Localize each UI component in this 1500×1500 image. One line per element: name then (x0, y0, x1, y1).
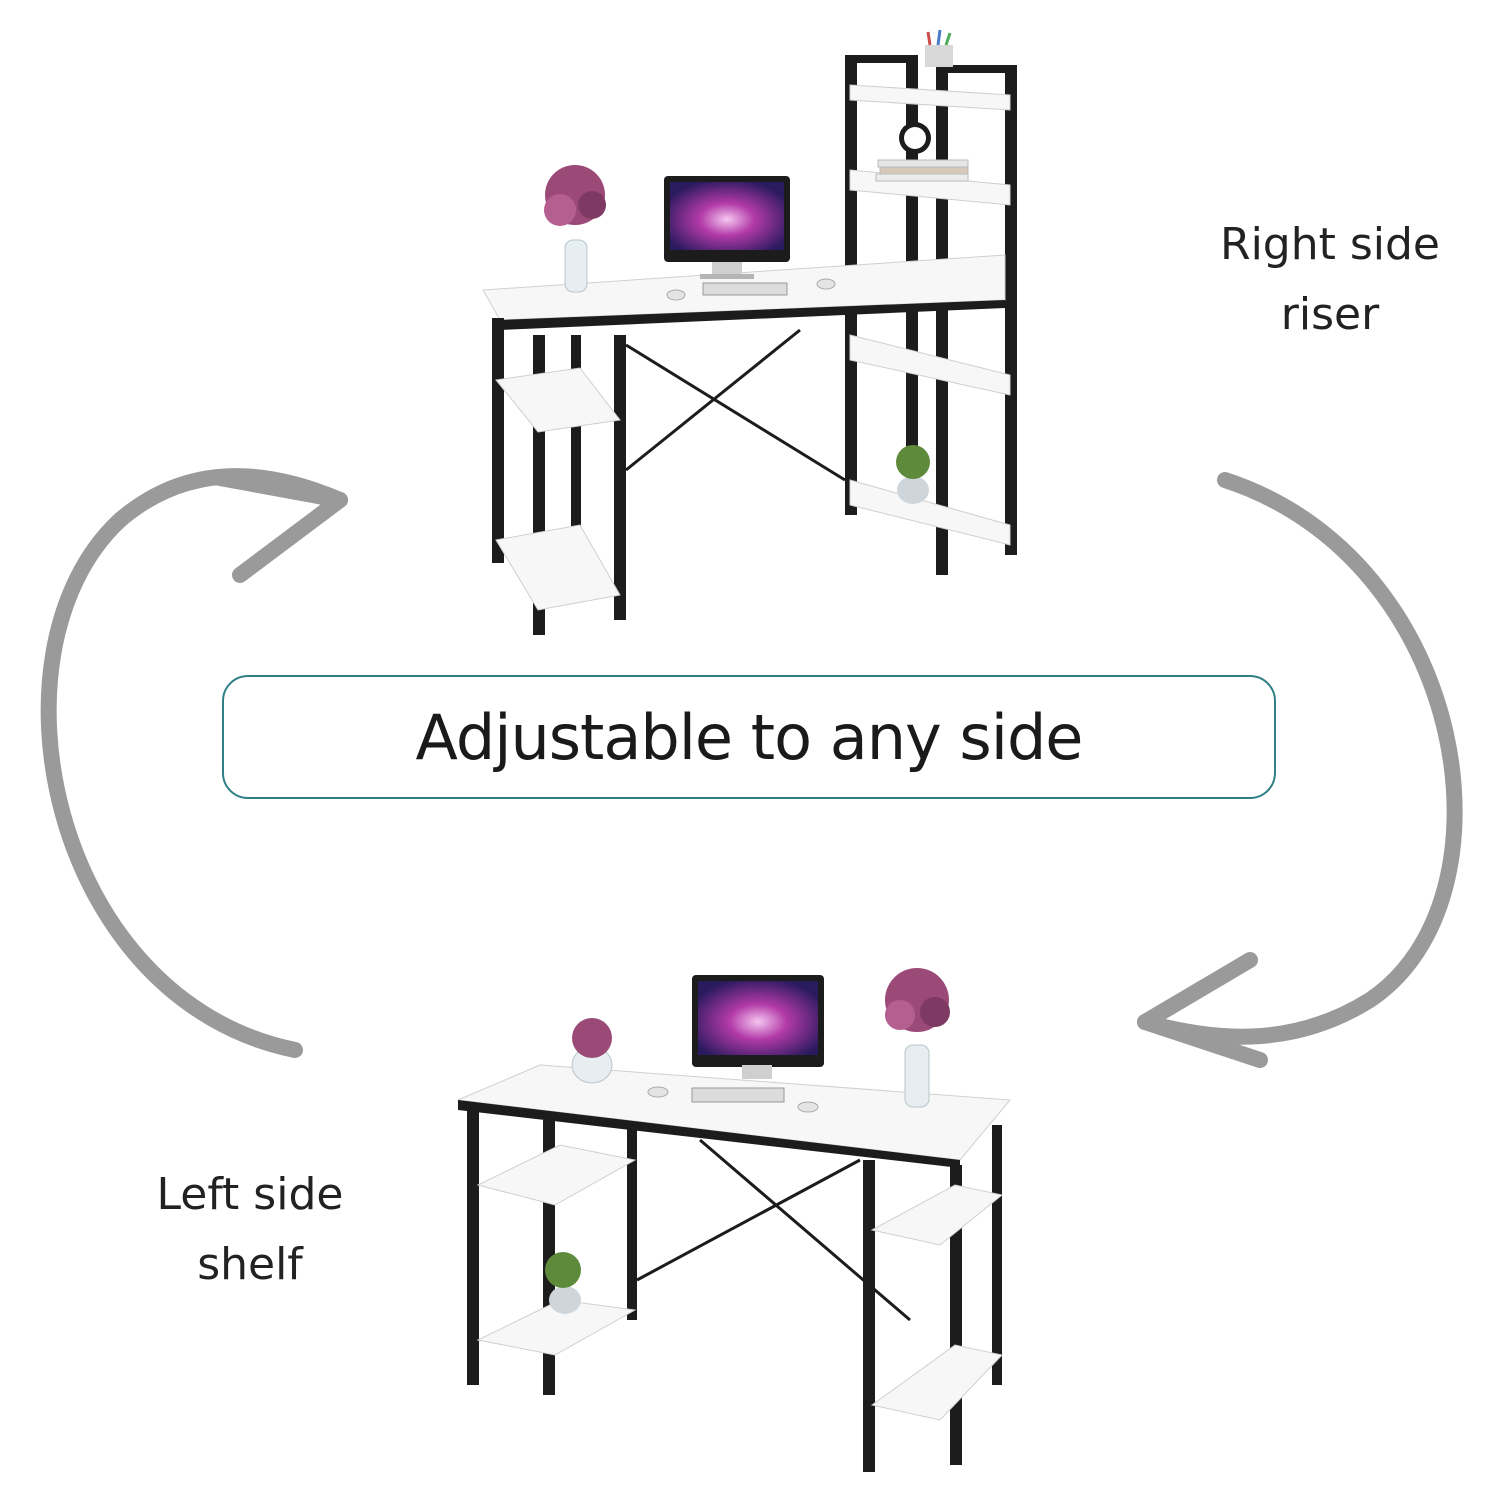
left-label-line2: shelf (197, 1239, 303, 1290)
right-label-line2: riser (1280, 289, 1380, 340)
desk-with-left-shelf (456, 968, 1012, 1472)
left-side-shelf-label: Left side shelf (110, 1160, 390, 1300)
right-label-line1: Right side (1220, 219, 1440, 270)
desk-with-right-riser (482, 29, 1017, 635)
right-curved-arrow-icon (1137, 472, 1463, 1068)
left-curved-arrow-icon (40, 468, 348, 1058)
headline-box: Adjustable to any side (222, 675, 1276, 799)
headline-text: Adjustable to any side (415, 700, 1084, 774)
right-side-riser-label: Right side riser (1180, 210, 1480, 350)
left-label-line1: Left side (156, 1169, 344, 1220)
